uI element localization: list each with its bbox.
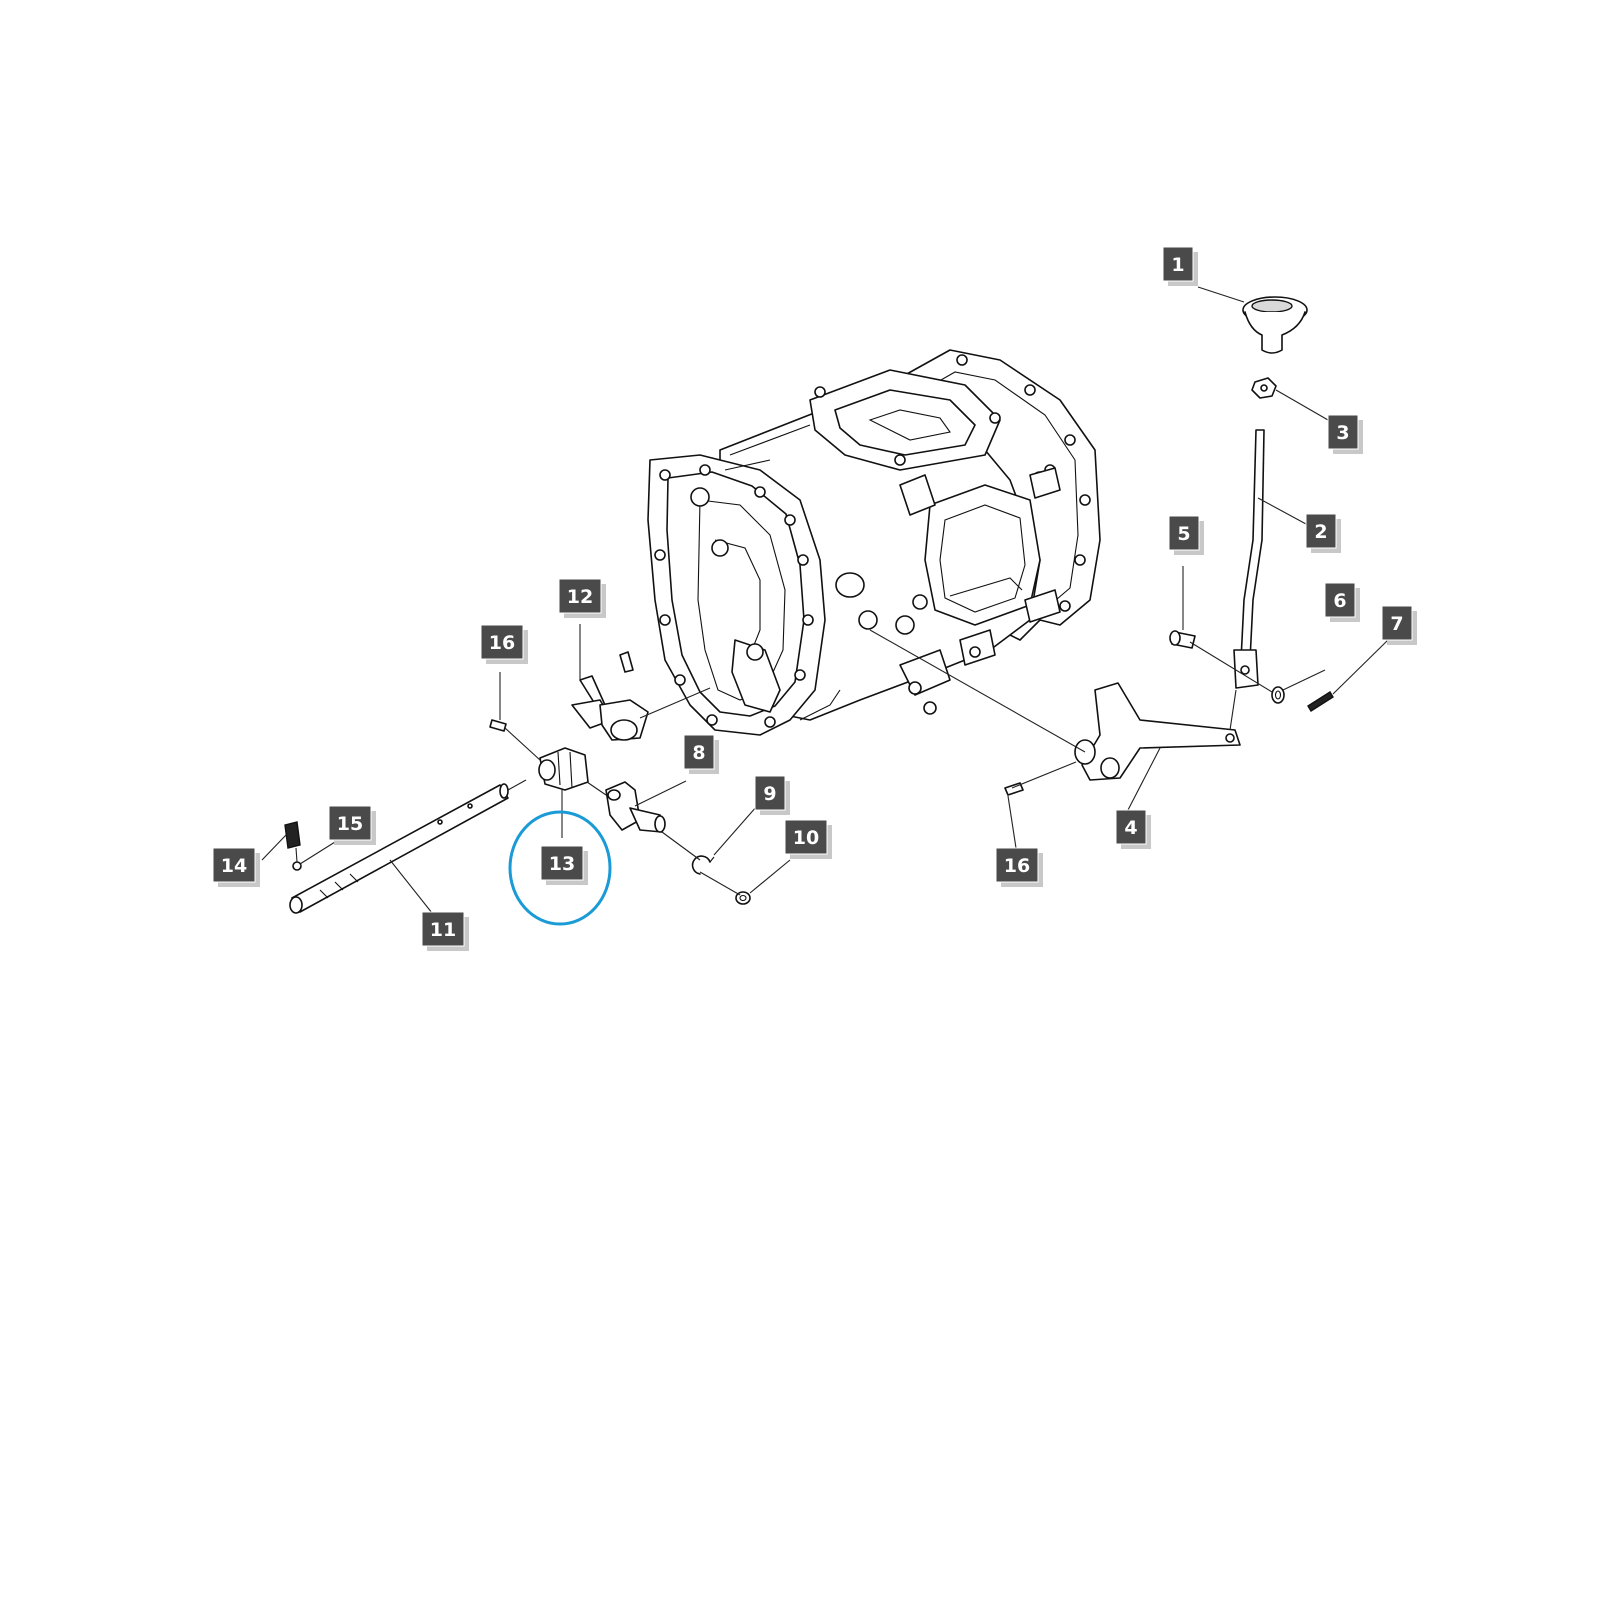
gearbox-housing	[647, 349, 1101, 736]
callout-16-left: 16	[480, 624, 528, 664]
part-13-selector-block	[538, 747, 589, 791]
callout-7-label: 7	[1390, 613, 1403, 635]
part-6-washer	[1271, 686, 1285, 704]
callout-15-label: 15	[337, 813, 363, 835]
part-16-roll-pin-left	[489, 719, 507, 732]
part-16-roll-pin-right	[1004, 782, 1024, 796]
callout-4: 4	[1115, 809, 1151, 849]
callout-4-label: 4	[1124, 817, 1137, 839]
callout-5: 5	[1168, 515, 1204, 555]
callout-14-label: 14	[221, 855, 247, 877]
callout-9-label: 9	[763, 783, 776, 805]
leader-lines	[261, 286, 1389, 919]
callout-6: 6	[1324, 582, 1360, 622]
callout-13-label: 13	[549, 853, 575, 875]
part-4-selector-lever	[1074, 682, 1241, 781]
callout-12-label: 12	[567, 586, 593, 608]
part-1-shift-knob	[1242, 296, 1308, 354]
callout-12: 12	[558, 578, 606, 618]
part-8-selector-finger	[605, 781, 666, 833]
callout-2: 2	[1305, 513, 1341, 553]
callout-7: 7	[1381, 605, 1417, 645]
callout-13: 13	[540, 845, 588, 885]
part-13-highlight-circle	[508, 810, 612, 926]
callout-9: 9	[754, 775, 790, 815]
part-9-circlip	[691, 855, 715, 875]
callout-3-label: 3	[1336, 422, 1349, 444]
part-5-pin	[1169, 630, 1196, 649]
callout-1-label: 1	[1171, 254, 1184, 276]
part-7-split-pin	[1307, 691, 1334, 712]
callout-2-label: 2	[1314, 521, 1327, 543]
callout-11-label: 11	[430, 919, 456, 941]
part-12-shift-fork	[571, 651, 649, 741]
callout-6-label: 6	[1333, 590, 1346, 612]
callout-16-left-label: 16	[489, 632, 515, 654]
part-14-spring	[284, 821, 301, 849]
part-15-detent-ball	[292, 861, 302, 871]
callout-14: 14	[212, 847, 260, 887]
part-2-shift-lever	[1233, 429, 1265, 689]
callout-15: 15	[328, 805, 376, 845]
part-3-nut	[1251, 377, 1277, 399]
callout-16-right: 16	[995, 847, 1043, 887]
callout-16-right-label: 16	[1004, 855, 1030, 877]
callout-11: 11	[421, 911, 469, 951]
callout-10-label: 10	[793, 827, 819, 849]
callout-8: 8	[683, 734, 719, 774]
part-11-selector-shaft	[289, 783, 509, 914]
callout-3: 3	[1327, 414, 1363, 454]
callout-8-label: 8	[692, 742, 705, 764]
callout-1: 1	[1162, 246, 1198, 286]
callout-10: 10	[784, 819, 832, 859]
callout-5-label: 5	[1177, 523, 1190, 545]
